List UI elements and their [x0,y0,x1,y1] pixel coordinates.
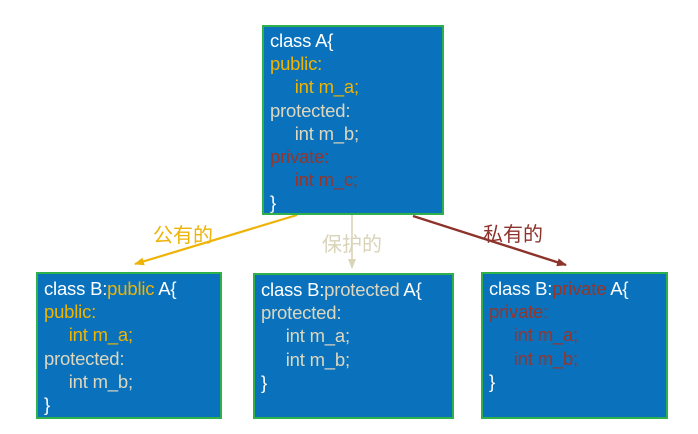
code-line: int m_c; [270,169,358,191]
code-line: protected: [261,302,342,324]
protected-arrow-label: 保护的 [322,234,382,256]
public-arrow-label: 公有的 [153,225,213,247]
code-line: } [489,370,495,392]
code-line: int m_b; [489,347,578,369]
code-line: private: [489,301,549,323]
class-b-public-box: class B:public A{public: int m_a;protect… [36,272,222,419]
private-arrow-label: 私有的 [483,224,543,246]
class-b-protected-box: class B:protected A{protected: int m_a; … [253,273,454,419]
code-line: int m_b; [44,370,133,392]
code-line: protected: [44,347,125,369]
code-line: int m_a; [44,324,133,346]
code-line: } [44,394,50,416]
code-line: int m_a; [489,324,578,346]
code-line: public: [270,53,323,75]
code-line: public: [44,301,97,323]
code-line: private: [270,146,330,168]
code-line: class B:public A{ [44,278,177,299]
class-a-box: class A{public: int m_a;protected: int m… [262,25,444,215]
code-line: class B:private A{ [489,278,629,299]
code-line: int m_b; [261,348,350,370]
code-line: } [261,371,267,393]
code-line: protected: [270,99,351,121]
code-line: } [270,192,276,214]
code-line: class A{ [270,30,334,51]
code-line: int m_a; [270,76,359,98]
code-line: class B:protected A{ [261,279,422,300]
class-b-private-box: class B:private A{private: int m_a; int … [481,272,668,419]
code-line: int m_a; [261,325,350,347]
code-line: int m_b; [270,122,359,144]
